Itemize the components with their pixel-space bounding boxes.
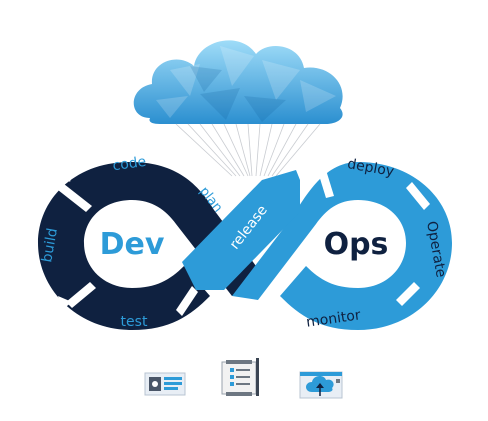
dev-label: Dev (100, 227, 165, 262)
cloud-upload-dashboard-icon (299, 371, 343, 399)
dev-loop (38, 162, 268, 330)
cloud-icon (133, 40, 343, 124)
document-scroll-icon (221, 358, 259, 396)
stage-test-label: test (121, 314, 148, 330)
ops-label: Ops (324, 227, 389, 262)
server-dashboard-icon (144, 372, 186, 396)
stage-code-label: code (112, 154, 148, 175)
ops-loop (182, 162, 452, 330)
data-stream-lines (175, 123, 321, 177)
stage-monitor-label: monitor (305, 307, 362, 331)
stage-build-label: build (39, 227, 61, 264)
